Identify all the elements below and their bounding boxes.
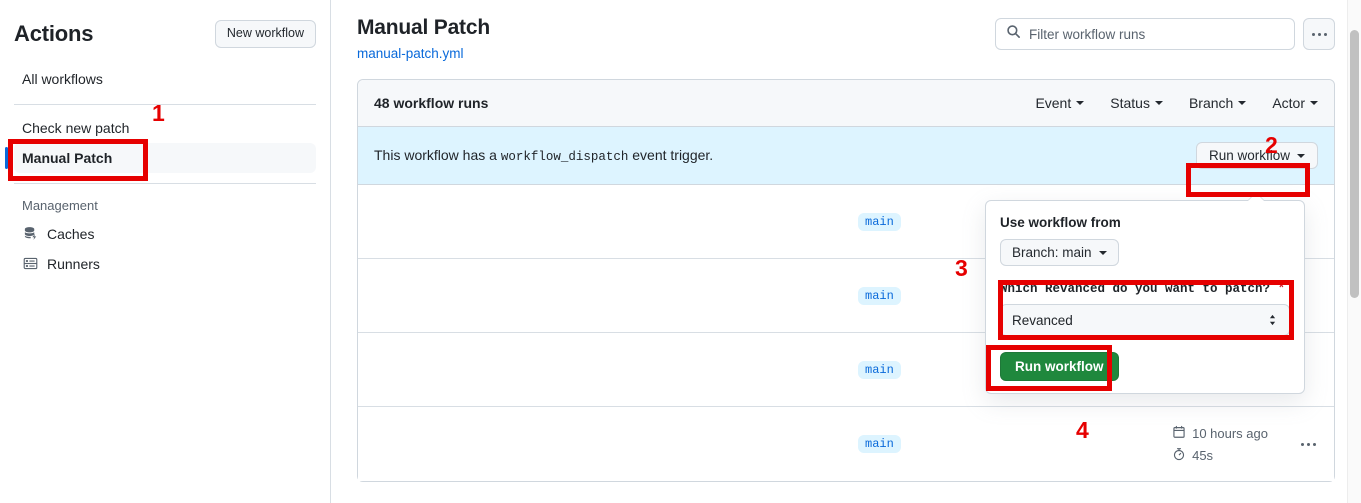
search-input[interactable]: [1029, 26, 1284, 42]
run-duration: 45s: [1172, 447, 1213, 464]
filter-label: Event: [1035, 95, 1072, 111]
search-box[interactable]: [995, 18, 1295, 50]
dispatch-banner-text: This workflow has a workflow_dispatch ev…: [374, 147, 713, 164]
table-row[interactable]: main 10 hours ago: [358, 407, 1334, 481]
dispatch-event-code: workflow_dispatch: [500, 150, 629, 164]
sidebar-item-caches[interactable]: Caches: [14, 219, 316, 249]
chevron-down-icon: [1098, 250, 1107, 255]
workflow-title: Manual Patch: [357, 16, 490, 39]
run-duration-text: 45s: [1192, 447, 1214, 463]
select-updown-icon: [1267, 313, 1278, 327]
required-marker: *: [1277, 282, 1286, 296]
dispatch-text-after: event trigger.: [632, 147, 714, 163]
kebab-dot-icon: [1301, 442, 1304, 446]
calendar-icon: [1172, 425, 1186, 442]
sidebar-item-label: Check new patch: [22, 119, 130, 136]
kebab-dot-icon: [1317, 32, 1321, 36]
run-workflow-dropdown-button[interactable]: Run workflow: [1195, 142, 1318, 169]
kebab-dot-icon: [1323, 32, 1327, 36]
sidebar-item-label: All workflows: [22, 70, 103, 87]
filter-branch[interactable]: Branch: [1188, 95, 1247, 111]
sidebar-item-check-new-patch[interactable]: Check new patch: [14, 113, 316, 143]
vertical-scrollbar-thumb[interactable]: [1350, 30, 1359, 298]
chevron-down-icon: [1297, 153, 1305, 158]
chevron-down-icon: [1154, 101, 1163, 105]
filter-label: Branch: [1188, 95, 1234, 111]
new-workflow-button[interactable]: New workflow: [214, 20, 316, 48]
sidebar-section-management: Management: [22, 197, 98, 213]
revanced-select-value: Revanced: [1012, 312, 1073, 328]
sidebar-item-runners[interactable]: Runners: [14, 249, 316, 279]
use-workflow-from-label: Use workflow from: [1000, 215, 1121, 230]
runs-header: 48 workflow runs Event Status Branch: [358, 80, 1334, 127]
runs-filters: Event Status Branch Actor: [1035, 95, 1318, 111]
runs-count-label: 48 workflow runs: [374, 95, 489, 111]
sidebar-header: Actions New workflow: [14, 0, 316, 48]
workflow-title-block: Manual Patch manual-patch.yml: [357, 16, 490, 61]
main-header: Manual Patch manual-patch.yml: [357, 16, 1335, 61]
branch-badge[interactable]: main: [858, 360, 901, 379]
branch-badge[interactable]: main: [858, 286, 901, 305]
revanced-select[interactable]: Revanced: [1000, 304, 1290, 336]
chevron-down-icon: [1076, 101, 1085, 105]
kebab-dot-icon: [1311, 32, 1315, 36]
run-workflow-button-label: Run workflow: [1208, 148, 1290, 163]
sidebar-item-all-workflows[interactable]: All workflows: [14, 64, 316, 94]
sidebar-list: All workflows Check new patch Manual Pat…: [5, 64, 316, 279]
run-workflow-dropdown-panel: Use workflow from Branch: main Which Rev…: [985, 192, 1305, 394]
sidebar-divider: [14, 182, 316, 184]
sidebar-divider: [14, 103, 316, 105]
submit-run-workflow-button[interactable]: Run workflow: [1000, 352, 1119, 381]
cache-icon: [22, 226, 38, 242]
sidebar-item-manual-patch[interactable]: Manual Patch: [5, 142, 316, 173]
search-icon: [1006, 24, 1021, 44]
workflow-input-group: Which Revanced do you want to patch? * R…: [1000, 282, 1290, 336]
filter-status[interactable]: Status: [1110, 95, 1163, 111]
branch-badge[interactable]: main: [858, 435, 901, 453]
filter-event[interactable]: Event: [1035, 95, 1085, 111]
filter-label: Status: [1110, 95, 1150, 111]
header-actions: [995, 18, 1335, 50]
runners-icon: [22, 256, 38, 272]
workflow-input-label: Which Revanced do you want to patch? *: [1000, 282, 1290, 296]
dispatch-text-before: This workflow has a: [374, 147, 497, 163]
filter-actor[interactable]: Actor: [1272, 95, 1318, 111]
kebab-dot-icon: [1307, 442, 1310, 446]
sidebar-item-label: Runners: [47, 255, 100, 272]
chevron-down-icon: [1238, 101, 1247, 105]
sidebar-item-label: Caches: [47, 225, 95, 242]
sidebar: Actions New workflow All workflows Check…: [0, 0, 331, 503]
workflow-dispatch-banner: This workflow has a workflow_dispatch ev…: [358, 127, 1334, 185]
page-title: Actions: [14, 20, 94, 46]
run-meta: 10 hours ago 45s: [1172, 425, 1268, 464]
stopwatch-icon: [1172, 447, 1186, 464]
workflow-input-label-text: Which Revanced do you want to patch?: [1000, 282, 1271, 296]
more-options-button[interactable]: [1303, 18, 1335, 50]
branch-select-button[interactable]: Branch: main: [1000, 239, 1119, 266]
branch-badge[interactable]: main: [858, 212, 901, 231]
kebab-dot-icon: [1313, 442, 1316, 446]
workflow-file-link[interactable]: manual-patch.yml: [357, 46, 464, 61]
run-timestamp: 10 hours ago: [1172, 425, 1268, 442]
branch-select-label: Branch: main: [1012, 245, 1092, 260]
sidebar-item-label: Manual Patch: [22, 149, 113, 166]
run-timestamp-text: 10 hours ago: [1192, 425, 1268, 441]
chevron-down-icon: [1310, 101, 1318, 105]
row-more-options-button[interactable]: [1301, 442, 1316, 446]
filter-label: Actor: [1272, 95, 1305, 111]
